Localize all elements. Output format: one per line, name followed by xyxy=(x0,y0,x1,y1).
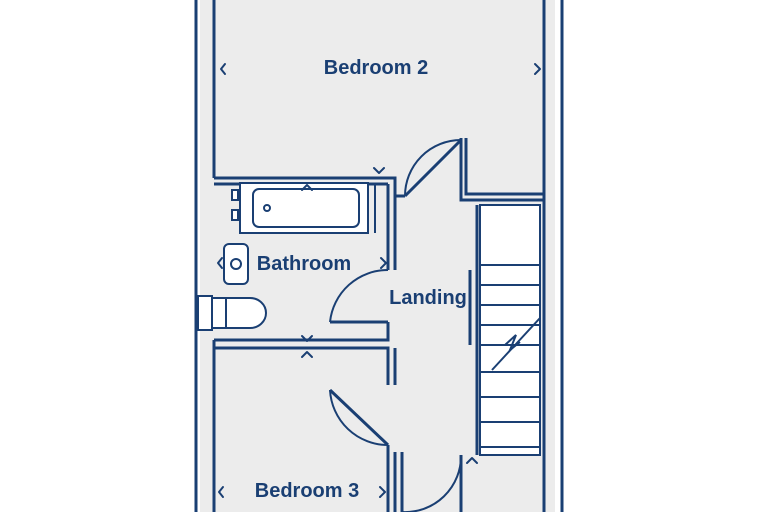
bedroom3-door xyxy=(328,388,463,512)
bedroom2-arrow-left-icon xyxy=(220,63,226,75)
bathtub xyxy=(231,182,376,234)
room-label-bathroom: Bathroom xyxy=(257,253,351,275)
bathroom-wall xyxy=(214,184,397,385)
bedroom3-arrow-right-icon xyxy=(379,486,386,498)
stair-arrow-up-icon xyxy=(466,457,478,464)
room-label-bedroom-3: Bedroom 3 xyxy=(255,480,359,502)
room-label-landing: Landing xyxy=(389,287,467,309)
bathroom-arrow-up-icon xyxy=(301,184,313,191)
bedroom2-door xyxy=(403,138,463,198)
outer-wall-right xyxy=(542,0,564,512)
bedroom3-arrow-up-icon xyxy=(301,351,313,358)
bathroom-door xyxy=(329,268,389,324)
bedroom3-arrow-left-icon xyxy=(218,486,224,498)
bathroom-arrow-left-icon xyxy=(217,257,223,269)
outer-wall-left xyxy=(194,0,216,512)
bedroom2-arrow-right-icon xyxy=(534,63,541,75)
room-label-bedroom-2: Bedroom 2 xyxy=(324,57,428,79)
sink xyxy=(223,243,249,285)
bedroom2-arrow-down-icon xyxy=(373,167,385,174)
staircase xyxy=(468,204,541,456)
toilet xyxy=(197,295,267,331)
bathroom-arrow-right-icon xyxy=(380,257,387,269)
bathroom-arrow-down-icon xyxy=(301,335,313,342)
